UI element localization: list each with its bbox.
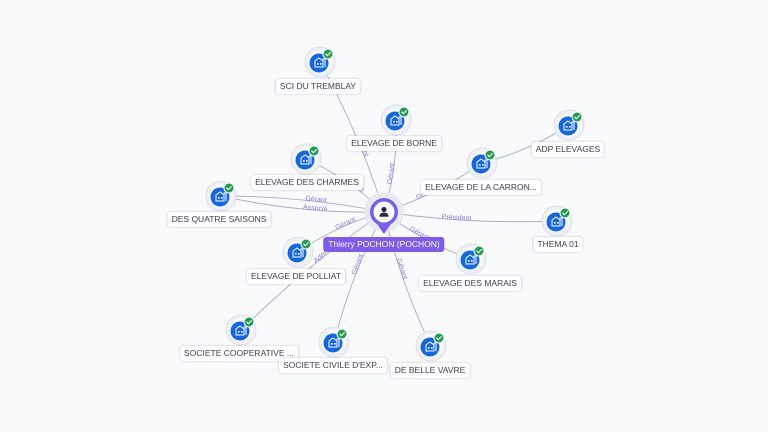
center-label[interactable]: Thierry POCHON (POCHON): [323, 237, 445, 252]
node-label-elevage-de-polliat[interactable]: ELEVAGE DE POLLIAT: [247, 269, 345, 284]
check-badge-icon: [308, 145, 320, 157]
check-badge-icon: [433, 332, 445, 344]
building-icon: [235, 325, 247, 336]
company-icon: [295, 150, 315, 170]
edge-label-des-quatre-saisons: Gérant: [305, 195, 327, 204]
node-societe-civile-dexp[interactable]: [318, 326, 350, 358]
node-label-de-belle-vavre[interactable]: DE BELLE VAVRE: [390, 363, 470, 378]
person-icon: [379, 206, 389, 217]
company-icon: [460, 250, 480, 270]
company-icon: [471, 154, 491, 174]
check-badge-icon: [243, 316, 255, 328]
building-icon: [215, 191, 227, 202]
node-adp-elevages[interactable]: [553, 109, 585, 141]
company-icon: [287, 243, 307, 263]
building-icon: [425, 341, 437, 352]
center-node[interactable]: [364, 192, 404, 234]
node-label-elevage-des-marais[interactable]: ELEVAGE DES MARAIS: [419, 276, 521, 291]
edge-label-de-belle-vavre: Gérant: [395, 258, 409, 281]
node-label-elevage-de-la-carron[interactable]: ELEVAGE DE LA CARRON...: [421, 180, 541, 195]
node-societe-cooperative[interactable]: [225, 314, 257, 346]
node-elevage-des-marais[interactable]: [455, 243, 487, 275]
building-icon: [292, 247, 304, 258]
building-icon: [300, 154, 312, 165]
edge-label-thema-01: Président: [442, 214, 472, 223]
check-badge-icon: [300, 238, 312, 250]
node-label-elevage-de-borne[interactable]: ELEVAGE DE BORNE: [347, 136, 441, 151]
node-label-des-quatre-saisons[interactable]: DES QUATRE SAISONS: [167, 212, 271, 227]
edge-thema-01: [383, 211, 558, 223]
node-thema-01[interactable]: [541, 205, 573, 237]
company-icon: [309, 53, 329, 73]
node-label-elevage-des-charmes[interactable]: ELEVAGE DES CHARMES: [251, 175, 363, 190]
node-label-adp-elevages[interactable]: ADP ELEVAGES: [531, 142, 605, 157]
node-des-quatre-saisons[interactable]: [205, 180, 237, 212]
edge-label-societe-cooperative: Adm: [313, 250, 329, 265]
node-label-societe-civile-dexp[interactable]: SOCIETE CIVILE D'EXP...: [279, 358, 387, 373]
check-badge-icon: [223, 182, 235, 194]
building-icon: [476, 158, 488, 169]
edge-label-societe-civile-dexp: Gérant: [351, 253, 365, 276]
building-icon: [328, 337, 340, 348]
company-icon: [420, 337, 440, 357]
check-badge-icon: [571, 111, 583, 123]
node-elevage-de-la-carron[interactable]: [466, 147, 498, 179]
company-icon: [210, 187, 230, 207]
building-icon: [563, 120, 575, 131]
check-badge-icon: [473, 245, 485, 257]
check-badge-icon: [336, 328, 348, 340]
company-icon: [385, 111, 405, 131]
edge-label-elevage-de-polliat: Gérant: [334, 216, 356, 231]
node-elevage-des-charmes[interactable]: [290, 143, 322, 175]
check-badge-icon: [398, 106, 410, 118]
check-badge-icon: [484, 149, 496, 161]
node-elevage-de-borne[interactable]: [380, 104, 412, 136]
node-elevage-de-polliat[interactable]: [282, 236, 314, 268]
company-icon: [546, 212, 566, 232]
edge-label-elevage-de-borne: Gérant: [387, 163, 397, 185]
node-label-societe-cooperative[interactable]: SOCIETE COOPERATIVE ...: [180, 346, 298, 361]
nodes-layer: [205, 46, 585, 362]
node-sci-du-tremblay[interactable]: [304, 46, 336, 78]
center-layer: [364, 192, 404, 234]
building-icon: [551, 216, 563, 227]
node-label-sci-du-tremblay[interactable]: SCI DU TREMBLAY: [275, 79, 361, 94]
company-icon: [230, 321, 250, 341]
node-de-belle-vavre[interactable]: [415, 330, 447, 362]
building-icon: [465, 254, 477, 265]
building-icon: [314, 57, 326, 68]
edge-societe-cooperative: [240, 211, 385, 331]
edge-label-des-quatre-saisons-2: Associé: [303, 204, 328, 213]
company-icon: [558, 116, 578, 136]
node-label-thema-01[interactable]: THEMA 01: [533, 237, 583, 252]
check-badge-icon: [322, 48, 334, 60]
check-badge-icon: [559, 207, 571, 219]
building-icon: [390, 115, 402, 126]
company-icon: [323, 333, 343, 353]
